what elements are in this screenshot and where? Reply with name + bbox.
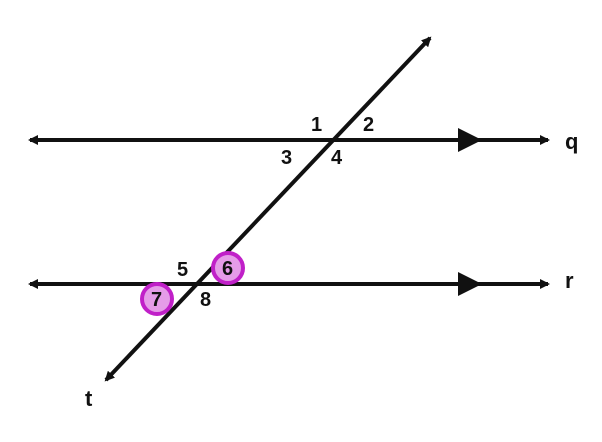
- angle-label-3: 3: [281, 147, 292, 169]
- label-line-r: r: [565, 268, 574, 293]
- label-line-t: t: [85, 386, 93, 411]
- angle-label-6: 6: [222, 258, 233, 280]
- line-r-parallel-marker-icon: [458, 272, 482, 296]
- line-q-parallel-marker-icon: [458, 128, 482, 152]
- line-t: [104, 36, 432, 382]
- highlight-circle-angle-7: [140, 282, 174, 316]
- angle-label-1: 1: [311, 114, 322, 136]
- angle-label-4: 4: [331, 147, 343, 169]
- angle-label-2: 2: [363, 114, 374, 136]
- angle-label-5: 5: [177, 259, 188, 281]
- angle-label-7: 7: [151, 289, 162, 311]
- highlight-circle-angle-6: [211, 251, 245, 285]
- angle-label-8: 8: [200, 289, 211, 311]
- label-line-q: q: [565, 129, 578, 154]
